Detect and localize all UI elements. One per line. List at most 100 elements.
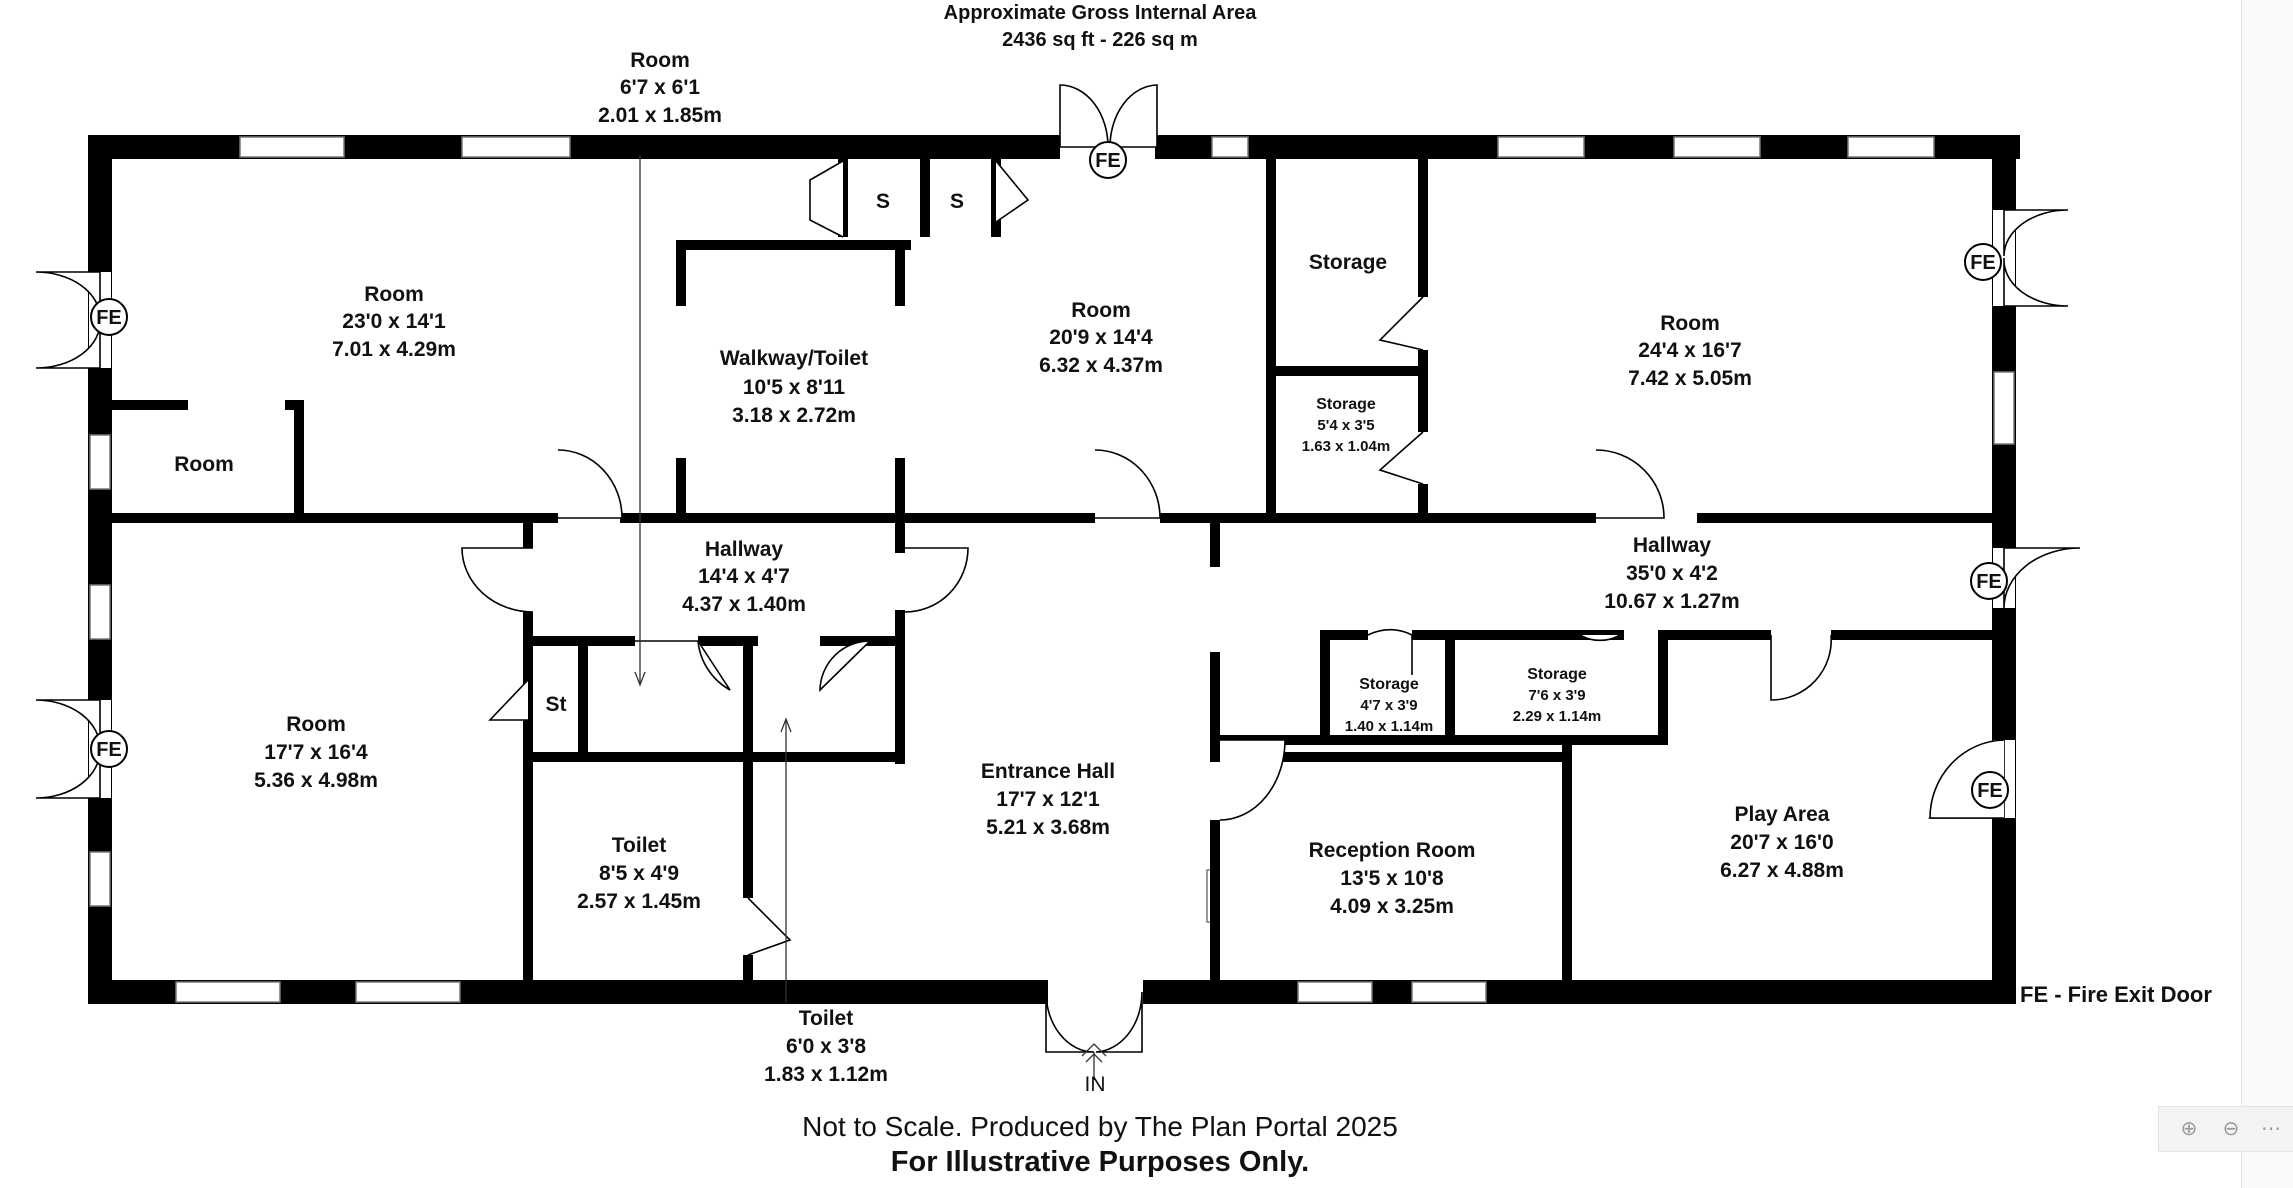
svg-text:8'5 x 4'9: 8'5 x 4'9	[599, 862, 679, 885]
svg-text:24'4 x 16'7: 24'4 x 16'7	[1638, 339, 1741, 362]
room-label-play: Play Area 20'7 x 16'0 6.27 x 4.88m	[1720, 803, 1844, 882]
area-value: 2436 sq ft - 226 sq m	[1002, 29, 1198, 51]
svg-text:14'4 x 4'7: 14'4 x 4'7	[698, 565, 790, 588]
room-label-s1: S	[876, 190, 890, 213]
room-label-sw: Room 17'7 x 16'4 5.36 x 4.98m	[254, 713, 378, 792]
svg-text:5'4 x 3'5: 5'4 x 3'5	[1317, 417, 1374, 434]
room-label-small: Room	[174, 453, 234, 476]
svg-text:Room: Room	[1071, 299, 1131, 322]
fire-exit-marker: FE	[90, 730, 128, 768]
room-label-walkway: Walkway/Toilet 10'5 x 8'11 3.18 x 2.72m	[720, 347, 868, 427]
svg-text:7.01 x 4.29m: 7.01 x 4.29m	[332, 338, 456, 361]
svg-text:2.29 x 1.14m: 2.29 x 1.14m	[1513, 708, 1601, 725]
svg-text:Hallway: Hallway	[705, 538, 784, 561]
svg-text:35'0 x 4'2: 35'0 x 4'2	[1626, 562, 1718, 585]
fire-exit-legend: FE - Fire Exit Door	[2020, 982, 2212, 1007]
room-label-entrance: Entrance Hall 17'7 x 12'1 5.21 x 3.68m	[981, 760, 1115, 839]
windows	[89, 136, 2015, 1003]
svg-text:Room: Room	[1660, 312, 1720, 335]
fire-exit-marker: FE	[1964, 243, 2002, 281]
fire-exit-marker: FE	[1970, 562, 2008, 600]
svg-text:5.36 x 4.98m: 5.36 x 4.98m	[254, 769, 378, 792]
svg-text:20'9 x 14'4: 20'9 x 14'4	[1049, 326, 1153, 349]
zoom-in-icon[interactable]: ⊕	[2180, 1118, 2198, 1140]
room-label-storage-b: Storage 7'6 x 3'9 2.29 x 1.14m	[1513, 666, 1601, 725]
svg-text:3.18 x 2.72m: 3.18 x 2.72m	[732, 404, 856, 427]
svg-text:7.42 x 5.05m: 7.42 x 5.05m	[1628, 367, 1752, 390]
svg-text:Room: Room	[286, 713, 346, 736]
interior-walls	[110, 155, 1997, 988]
svg-text:FE: FE	[1095, 150, 1121, 172]
svg-text:1.63 x 1.04m: 1.63 x 1.04m	[1302, 438, 1390, 455]
svg-text:20'7 x 16'0: 20'7 x 16'0	[1730, 831, 1833, 854]
zoom-toolbar: ⊕ ⊖ ⋯	[2158, 1106, 2293, 1152]
svg-text:Room: Room	[630, 49, 690, 72]
room-label-top: Room 6'7 x 6'1 2.01 x 1.85m	[598, 49, 722, 127]
fire-exit-marker: FE	[1089, 141, 1127, 179]
svg-text:7'6 x 3'9: 7'6 x 3'9	[1528, 687, 1585, 704]
room-label-hallway-w: Hallway 14'4 x 4'7 4.37 x 1.40m	[682, 538, 806, 616]
room-label-reception: Reception Room 13'5 x 10'8 4.09 x 3.25m	[1309, 839, 1476, 918]
svg-text:S: S	[950, 190, 964, 213]
more-icon[interactable]: ⋯	[2261, 1118, 2281, 1140]
footer-illustrative: For Illustrative Purposes Only.	[890, 1146, 1310, 1178]
svg-text:FE: FE	[1976, 571, 2002, 593]
svg-text:2.01 x 1.85m: 2.01 x 1.85m	[598, 104, 722, 127]
svg-text:Entrance Hall: Entrance Hall	[981, 760, 1115, 783]
svg-text:6.27 x 4.88m: 6.27 x 4.88m	[1720, 859, 1844, 882]
svg-text:17'7 x 16'4: 17'7 x 16'4	[264, 741, 368, 764]
room-label-storage-a: Storage 4'7 x 3'9 1.40 x 1.14m	[1345, 676, 1433, 735]
svg-text:Room: Room	[174, 453, 234, 476]
svg-text:4.37 x 1.40m: 4.37 x 1.40m	[682, 593, 806, 616]
zoom-out-icon[interactable]: ⊖	[2222, 1118, 2240, 1140]
svg-text:Storage: Storage	[1527, 666, 1587, 683]
area-header: Approximate Gross Internal Area 2436 sq …	[880, 0, 1320, 54]
svg-text:Toilet: Toilet	[799, 1007, 853, 1030]
room-label-hallway-e: Hallway 35'0 x 4'2 10.67 x 1.27m	[1604, 534, 1739, 613]
room-label-storage-top: Storage	[1309, 251, 1387, 274]
svg-text:2.57 x 1.45m: 2.57 x 1.45m	[577, 890, 701, 913]
svg-text:Hallway: Hallway	[1633, 534, 1712, 557]
room-label-toilet-1: Toilet 8'5 x 4'9 2.57 x 1.45m	[577, 834, 701, 913]
svg-text:Room: Room	[364, 283, 424, 306]
label-arrows	[634, 155, 1107, 1080]
svg-text:FE: FE	[96, 739, 122, 761]
svg-text:Storage: Storage	[1316, 396, 1376, 413]
room-label-center: Room 20'9 x 14'4 6.32 x 4.37m	[1039, 299, 1163, 377]
room-label-ne: Room 24'4 x 16'7 7.42 x 5.05m	[1628, 312, 1752, 390]
room-label-storage-mid: Storage 5'4 x 3'5 1.63 x 1.04m	[1302, 396, 1390, 455]
area-title: Approximate Gross Internal Area	[943, 2, 1257, 24]
svg-text:1.83 x 1.12m: 1.83 x 1.12m	[764, 1063, 888, 1086]
room-label-st: St	[546, 693, 567, 716]
footer-disclaimer: Not to Scale. Produced by The Plan Porta…	[802, 1111, 1398, 1142]
svg-text:13'5 x 10'8: 13'5 x 10'8	[1340, 867, 1444, 890]
svg-text:10'5 x 8'11: 10'5 x 8'11	[743, 376, 846, 399]
room-label-s2: S	[950, 190, 964, 213]
svg-text:FE: FE	[1977, 780, 2003, 802]
svg-text:4'7 x 3'9: 4'7 x 3'9	[1360, 697, 1417, 714]
fire-exit-marker: FE	[90, 298, 128, 336]
svg-text:Play Area: Play Area	[1735, 803, 1830, 826]
svg-text:6'0 x 3'8: 6'0 x 3'8	[786, 1035, 866, 1058]
svg-text:Reception Room: Reception Room	[1309, 839, 1476, 862]
fire-exit-marker: FE	[1971, 771, 2009, 809]
viewer-sidebar	[2241, 0, 2293, 1188]
svg-text:FE: FE	[96, 307, 122, 329]
entrance-marker: IN	[1085, 1073, 1106, 1096]
svg-text:23'0 x 14'1: 23'0 x 14'1	[342, 310, 446, 333]
svg-text:6'7 x 6'1: 6'7 x 6'1	[620, 76, 700, 99]
svg-text:10.67 x 1.27m: 10.67 x 1.27m	[1604, 590, 1739, 613]
floor-plan: FE FE FE FE FE FE Room 6'7 x 6'1 2.01 x …	[35, 49, 2081, 1096]
svg-text:St: St	[546, 693, 567, 716]
doors	[35, 84, 2081, 1053]
room-label-toilet-2: Toilet 6'0 x 3'8 1.83 x 1.12m	[764, 1007, 888, 1086]
svg-text:Storage: Storage	[1359, 676, 1419, 693]
svg-text:4.09 x 3.25m: 4.09 x 3.25m	[1330, 895, 1454, 918]
svg-text:FE: FE	[1970, 252, 1996, 274]
svg-text:5.21 x 3.68m: 5.21 x 3.68m	[986, 816, 1110, 839]
svg-text:1.40 x 1.14m: 1.40 x 1.14m	[1345, 718, 1433, 735]
svg-text:S: S	[876, 190, 890, 213]
svg-text:6.32 x 4.37m: 6.32 x 4.37m	[1039, 354, 1163, 377]
room-label-nw: Room 23'0 x 14'1 7.01 x 4.29m	[332, 283, 456, 361]
svg-text:IN: IN	[1085, 1073, 1106, 1096]
